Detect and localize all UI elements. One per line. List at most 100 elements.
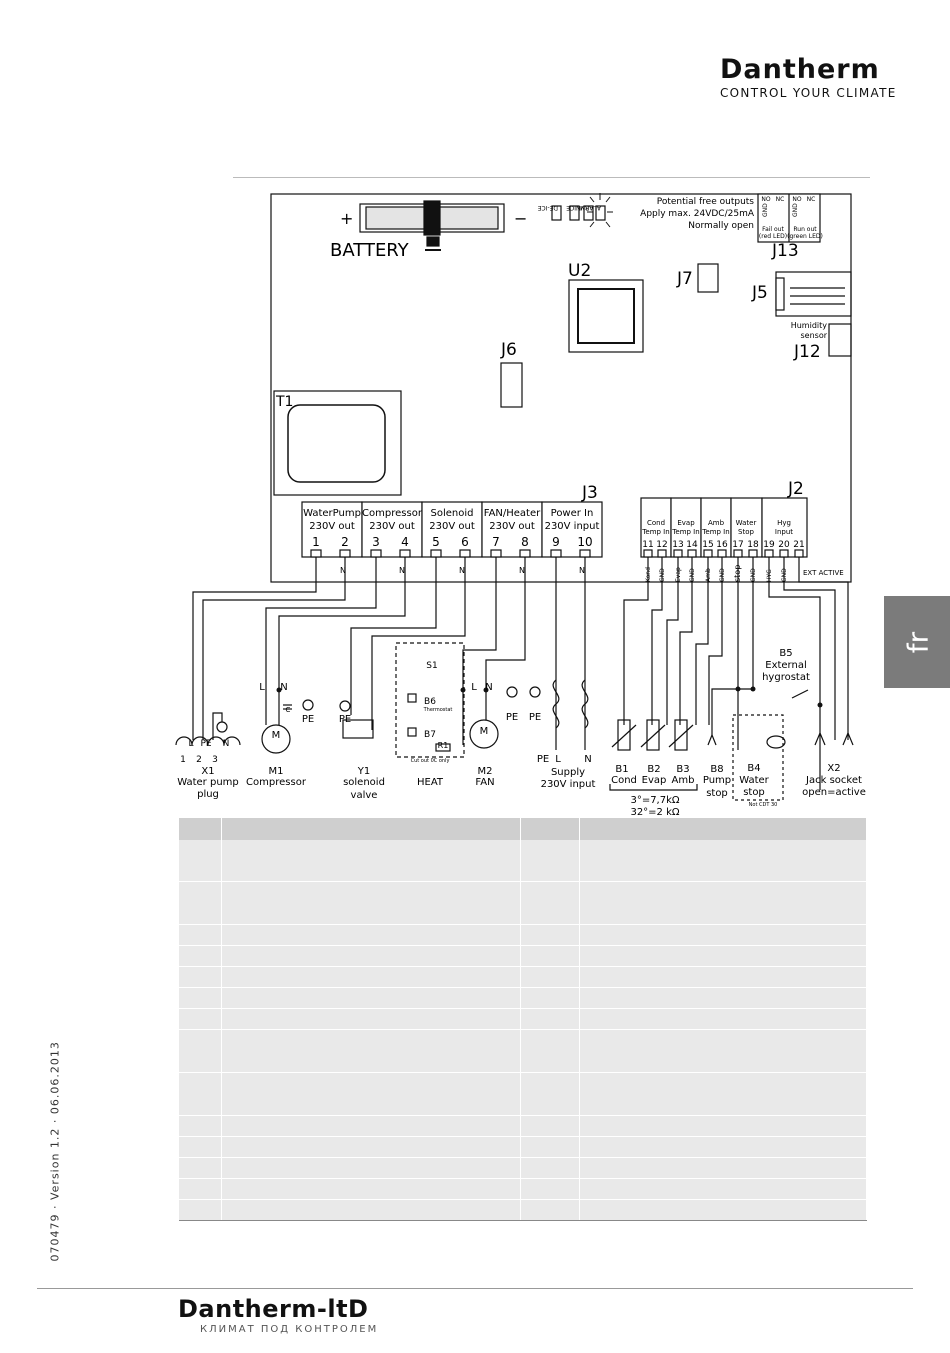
y1-name-1: solenoid <box>343 777 385 788</box>
j12-label: J12 <box>793 342 821 362</box>
table-cell <box>179 945 222 967</box>
wiring-diagram: BATTERY + − DE-ICE ICE RUN ALARM Potenti… <box>175 193 866 818</box>
j2-pin-17: 17 <box>732 540 743 550</box>
j3-n-4: N <box>519 566 525 575</box>
b5-name-2: hygrostat <box>762 672 810 683</box>
table-cell <box>579 881 867 925</box>
ext-active-label: EXT ACTIVE <box>803 569 844 577</box>
heat-r1: R1 <box>438 741 449 750</box>
j3-pin-3: 3 <box>372 535 380 549</box>
table-cell <box>579 1136 867 1158</box>
table-cell <box>520 987 580 1009</box>
footer-slogan: КЛИМАТ ПОД КОНТРОЛЕМ <box>200 1324 379 1335</box>
table-cell <box>179 1115 222 1137</box>
j6-label: J6 <box>500 340 517 360</box>
fail-out-2: (red LED) <box>759 233 787 240</box>
table-cell <box>221 966 521 988</box>
header-rule <box>233 177 870 178</box>
sensor-b2: B2 <box>647 764 660 775</box>
j2-wire-gnd-5: GND <box>781 568 788 582</box>
table-cell <box>579 1029 867 1073</box>
j13-pin-1: NO <box>761 196 770 203</box>
heat-b7: B7 <box>424 730 436 740</box>
battery-label: BATTERY <box>330 240 410 261</box>
x2-name-1: Jack socket <box>805 775 862 786</box>
table-cell <box>221 840 521 882</box>
j2-pin-21: 21 <box>793 540 804 550</box>
supply-pe-top: PE <box>529 712 541 723</box>
j3-group-2-sub: 230V out <box>369 521 415 532</box>
table-cell <box>579 1115 867 1137</box>
m1-l: L <box>259 682 265 693</box>
j2-group-5-name: Hyg <box>777 519 791 527</box>
table-cell <box>221 1029 521 1073</box>
battery-plus: + <box>340 209 353 228</box>
pcb-board <box>270 193 852 583</box>
table-cell <box>579 987 867 1009</box>
led-alarm: ALARM <box>580 204 601 211</box>
b4-name-1: Water <box>739 775 769 786</box>
table-cell <box>179 1008 222 1030</box>
j2-group-1-sub: Temp In <box>641 528 669 536</box>
j3-group-4-name: FAN/Heater <box>484 508 541 519</box>
table-cell <box>579 1178 867 1200</box>
m2-name: FAN <box>475 777 494 788</box>
table-cell <box>179 840 222 882</box>
y1-label: Y1 <box>357 766 370 777</box>
table-row <box>179 966 867 988</box>
j13-pin-4: NC <box>807 196 816 203</box>
j2-wire-evap: Evap <box>675 567 682 582</box>
sensor-value-2: 32°=2 kΩ <box>630 807 679 818</box>
t1-label: T1 <box>275 394 293 410</box>
table-cell <box>520 1008 580 1030</box>
table-cell <box>179 1136 222 1158</box>
table-cell <box>520 945 580 967</box>
brand-slogan: CONTROL YOUR CLIMATE <box>720 86 897 100</box>
language-tab[interactable]: fr <box>884 596 950 688</box>
x2-label: X2 <box>827 763 840 774</box>
footer-rule <box>37 1288 913 1289</box>
table-row <box>179 1008 867 1030</box>
heat-thermostat: Thermostat <box>423 707 453 713</box>
table-cell <box>579 924 867 946</box>
u2-label: U2 <box>568 261 591 281</box>
m1-m: M <box>272 730 281 741</box>
run-out-1: Run out <box>793 226 817 233</box>
table-cell <box>221 987 521 1009</box>
table-row <box>179 881 867 925</box>
j3-group-4-sub: 230V out <box>489 521 535 532</box>
header-cell <box>579 818 867 840</box>
version-text: 070479 · Version 1.2 · 06.06.2013 <box>48 1041 62 1262</box>
j2-wire-stop: stop <box>733 565 742 582</box>
j2-wire-hyg: HYG <box>766 569 773 582</box>
table-cell <box>579 1157 867 1179</box>
led-de-ice: DE-ICE <box>537 204 558 211</box>
table-row <box>179 1199 867 1221</box>
j3-group-3-name: Solenoid <box>431 508 474 519</box>
table-cell <box>221 1072 521 1116</box>
humidity-sensor-1: Humidity <box>791 321 828 330</box>
dantherm-ltd-logo: Dantherm-ltD КЛИМАТ ПОД КОНТРОЛЕМ <box>178 1296 378 1335</box>
table-cell <box>579 945 867 967</box>
legend-body <box>179 840 867 1221</box>
x1-pe: PE <box>200 739 211 749</box>
j3-n-2: N <box>399 566 405 575</box>
table-cell <box>221 881 521 925</box>
table-row <box>179 924 867 946</box>
led-run: RUN <box>576 204 589 211</box>
x1-pin-3: 3 <box>212 755 218 765</box>
m1-n: N <box>280 682 287 693</box>
table-cell <box>221 1199 521 1221</box>
j3-pin-1: 1 <box>312 535 320 549</box>
j3-pin-4: 4 <box>401 535 409 549</box>
header-cell <box>179 818 222 840</box>
x1-label: X1 <box>201 766 214 777</box>
j2-pin-12: 12 <box>656 540 667 550</box>
header-cell <box>221 818 521 840</box>
j2-group-2-name: Evap <box>677 519 695 527</box>
m2-pe: PE <box>506 712 518 723</box>
m1-label: M1 <box>269 766 284 777</box>
sensor-value-1: 3°=7,7kΩ <box>630 795 679 806</box>
x1-l: L <box>188 739 193 749</box>
j2-wire-kond: Kond <box>645 567 652 582</box>
